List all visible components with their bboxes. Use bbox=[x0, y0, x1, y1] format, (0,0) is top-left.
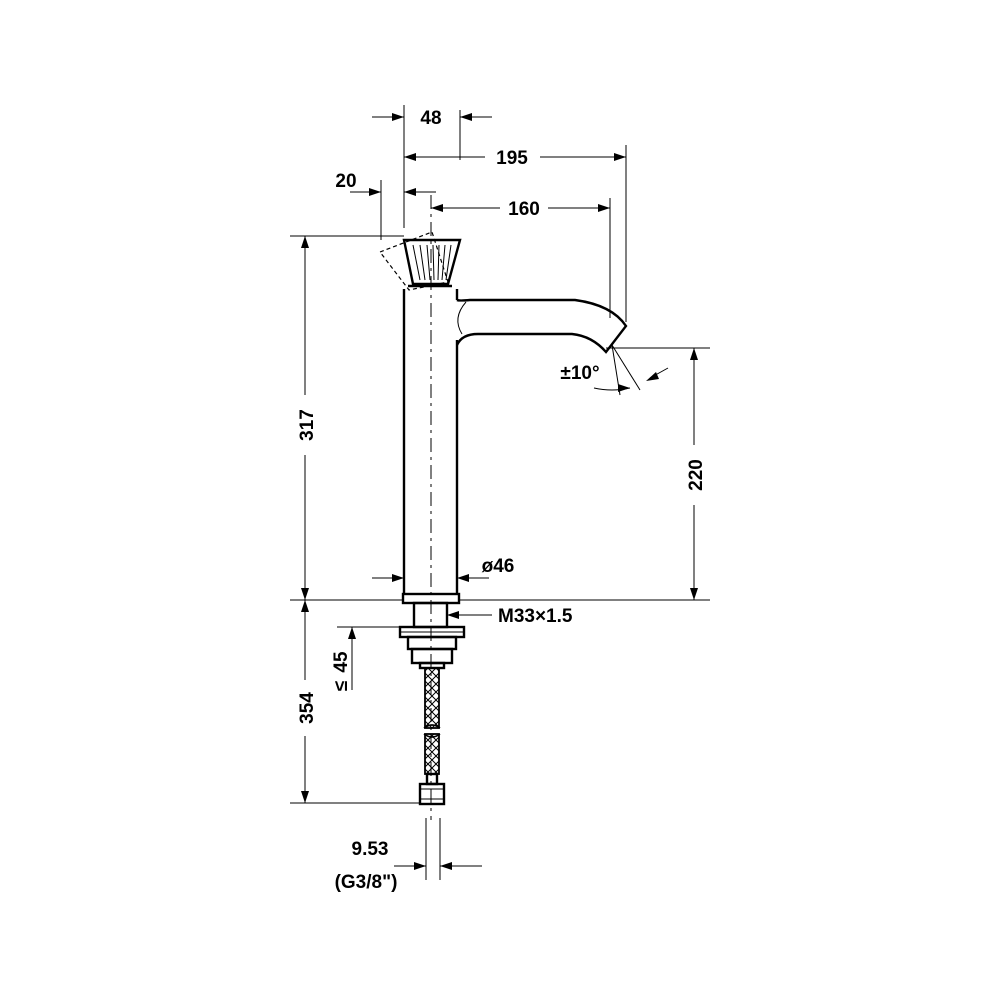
dimension-diameter: ø46 bbox=[372, 556, 514, 582]
hose-connector-nut bbox=[418, 782, 446, 806]
dimension-195-label: 195 bbox=[496, 148, 528, 169]
hose-size-label: 9.53 bbox=[352, 839, 389, 860]
dimension-220-label: 220 bbox=[686, 459, 707, 491]
dimension-160-label: 160 bbox=[508, 199, 540, 220]
diameter-label: ø46 bbox=[482, 556, 515, 577]
dimension-354: 354 bbox=[290, 600, 420, 804]
thread-label: M33×1.5 bbox=[498, 606, 573, 627]
spout bbox=[455, 298, 628, 354]
dimension-160: 160 bbox=[431, 198, 611, 318]
dimension-20-label: 20 bbox=[335, 171, 356, 192]
faucet-body bbox=[379, 231, 628, 605]
angle-label: ±10° bbox=[560, 363, 599, 384]
thread-callout: M33×1.5 bbox=[447, 606, 573, 627]
dimension-195: 195 bbox=[404, 145, 627, 322]
dimension-45: 45 ≤ bbox=[331, 626, 400, 691]
angle-dimension: ±10° bbox=[560, 344, 669, 396]
dimension-45-symbol: ≤ bbox=[331, 681, 352, 691]
dimension-20: 20 bbox=[335, 171, 436, 240]
dimension-317: 317 bbox=[290, 235, 404, 600]
hose-braided-lower bbox=[424, 733, 440, 775]
hose-braided-upper bbox=[424, 667, 440, 729]
dimension-48: 48 bbox=[372, 105, 492, 228]
dimension-hose: 9.53 (G3/8") bbox=[335, 818, 482, 893]
dimension-317-label: 317 bbox=[297, 409, 318, 441]
dimension-354-label: 354 bbox=[297, 692, 318, 724]
dimension-48-label: 48 bbox=[420, 108, 441, 129]
handle-tilted-outline bbox=[379, 231, 449, 291]
dimension-45-label: 45 bbox=[331, 651, 352, 673]
hose-thread-label: (G3/8") bbox=[335, 872, 398, 893]
dimension-220: 220 bbox=[606, 347, 710, 600]
supply-hose bbox=[418, 667, 446, 806]
handle-knob bbox=[402, 238, 462, 288]
